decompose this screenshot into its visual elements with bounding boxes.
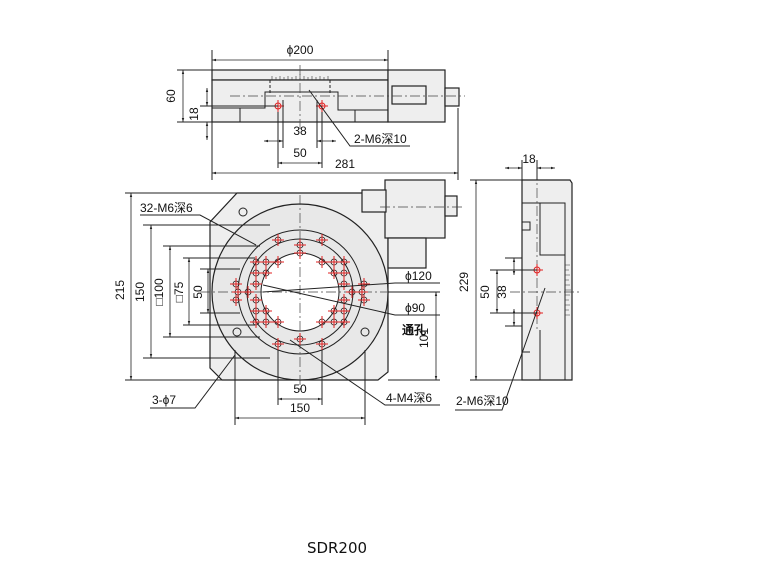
hole-marker <box>358 278 370 290</box>
hole-marker <box>260 305 272 317</box>
hole-marker <box>356 286 368 298</box>
label-through-hole: 通孔 <box>402 322 426 337</box>
hole-marker <box>338 267 350 279</box>
label-dia-120: ϕ120 <box>405 269 432 283</box>
dim-square-100: □100 <box>152 278 166 306</box>
hole-marker <box>294 247 306 259</box>
hole-marker <box>232 286 244 298</box>
hole-marker <box>272 256 284 268</box>
hole-marker <box>230 278 242 290</box>
dim-width-50-bottom: 50 <box>293 382 307 396</box>
dim-dia-200: ϕ200 <box>287 43 314 57</box>
mount-hole <box>238 207 248 217</box>
dim-height-229: 229 <box>457 272 471 292</box>
dim-height-38: 38 <box>495 285 509 299</box>
hole-marker <box>260 316 272 328</box>
dim-height-60: 60 <box>164 89 178 103</box>
dim-height-215: 215 <box>113 280 127 300</box>
side-view: 18 229 50 38 2-M6深10 <box>455 152 580 411</box>
hole-marker <box>242 286 254 298</box>
hole-marker <box>272 316 284 328</box>
hole-marker <box>338 316 350 328</box>
hole-marker <box>260 256 272 268</box>
plan-view: 215 150 □100 □75 50 50 150 101 32-M6深6 ϕ… <box>113 179 462 425</box>
hole-marker <box>272 234 284 246</box>
hole-marker <box>250 278 262 290</box>
label-2-m6-depth10: 2-M6深10 <box>354 132 407 146</box>
label-4-m4-depth6: 4-M4深6 <box>386 391 432 405</box>
dim-height-150: 150 <box>133 282 147 302</box>
hole-marker <box>260 267 272 279</box>
hole-marker <box>316 316 328 328</box>
dim-width-38: 38 <box>293 124 307 138</box>
front-view: ϕ200 60 18 38 50 281 2-M6深10 <box>164 43 465 180</box>
model-title: SDR200 <box>307 539 367 557</box>
dim-length-281: 281 <box>335 157 355 171</box>
dim-height-18: 18 <box>187 107 201 121</box>
dim-height-101: 101 <box>417 328 431 348</box>
hole-marker <box>316 338 328 350</box>
scale-ticks <box>271 74 329 80</box>
label-side-2-m6-depth10: 2-M6深10 <box>456 394 509 408</box>
hole-marker <box>294 333 306 345</box>
hole-marker <box>338 305 350 317</box>
label-3-dia-7: 3-ϕ7 <box>152 393 176 407</box>
hole-marker <box>272 338 284 350</box>
hole-marker <box>338 278 350 290</box>
dim-height-50-side: 50 <box>478 285 492 299</box>
hole-marker <box>316 234 328 246</box>
label-dia-90: ϕ90 <box>405 301 425 315</box>
hole-marker <box>316 256 328 268</box>
dim-height-50: 50 <box>191 285 205 299</box>
hole-marker <box>338 256 350 268</box>
hole-marker <box>230 294 242 306</box>
mount-hole <box>360 327 370 337</box>
hole-marker <box>358 294 370 306</box>
mount-hole <box>232 327 242 337</box>
label-32-m6-depth6: 32-M6深6 <box>140 201 193 215</box>
dim-square-75: □75 <box>172 281 186 302</box>
hole-marker <box>250 294 262 306</box>
hole-pattern <box>230 207 370 350</box>
dim-width-50: 50 <box>293 146 307 160</box>
dim-width-150: 150 <box>290 401 310 415</box>
dim-width-18: 18 <box>522 152 536 166</box>
